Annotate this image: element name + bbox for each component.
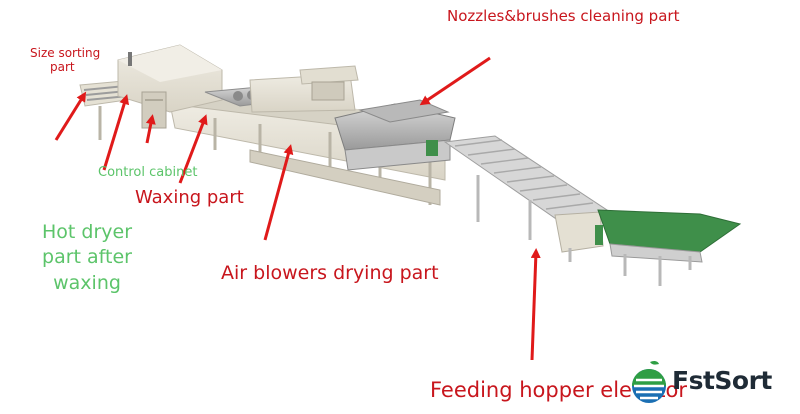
- arrow-size-sorting: [54, 91, 87, 141]
- label-size-sorting: Size sorting part: [30, 46, 100, 75]
- arrow-control-cabinet-2: [145, 114, 156, 144]
- pointer-arrows: [54, 56, 541, 361]
- arrow-feeding: [530, 248, 541, 361]
- arrow-control-cabinet-1: [102, 94, 130, 171]
- label-hot-dryer: Hot dryer part after waxing: [42, 220, 132, 296]
- label-air-blowers: Air blowers drying part: [221, 262, 439, 284]
- label-control-cabinet: Control cabinet: [98, 165, 198, 180]
- label-size-sorting-line1: Size sorting: [30, 46, 101, 60]
- label-hot-dryer-line1: Hot dryer: [42, 221, 133, 243]
- label-size-sorting-line2: part: [50, 60, 75, 75]
- label-waxing: Waxing part: [135, 187, 244, 208]
- label-hot-dryer-line2: part after: [42, 246, 132, 269]
- label-nozzles-brushes: Nozzles&brushes cleaning part: [447, 7, 680, 25]
- apple-logo-icon: [632, 360, 666, 403]
- arrow-nozzles: [419, 56, 491, 106]
- arrow-waxing: [178, 114, 208, 184]
- arrow-air-blowers: [263, 144, 294, 241]
- label-hot-dryer-line3: waxing: [53, 271, 121, 294]
- fstsort-logo: FstSort: [628, 358, 798, 408]
- processing-line: [79, 44, 742, 286]
- logo-text: FstSort: [672, 366, 772, 395]
